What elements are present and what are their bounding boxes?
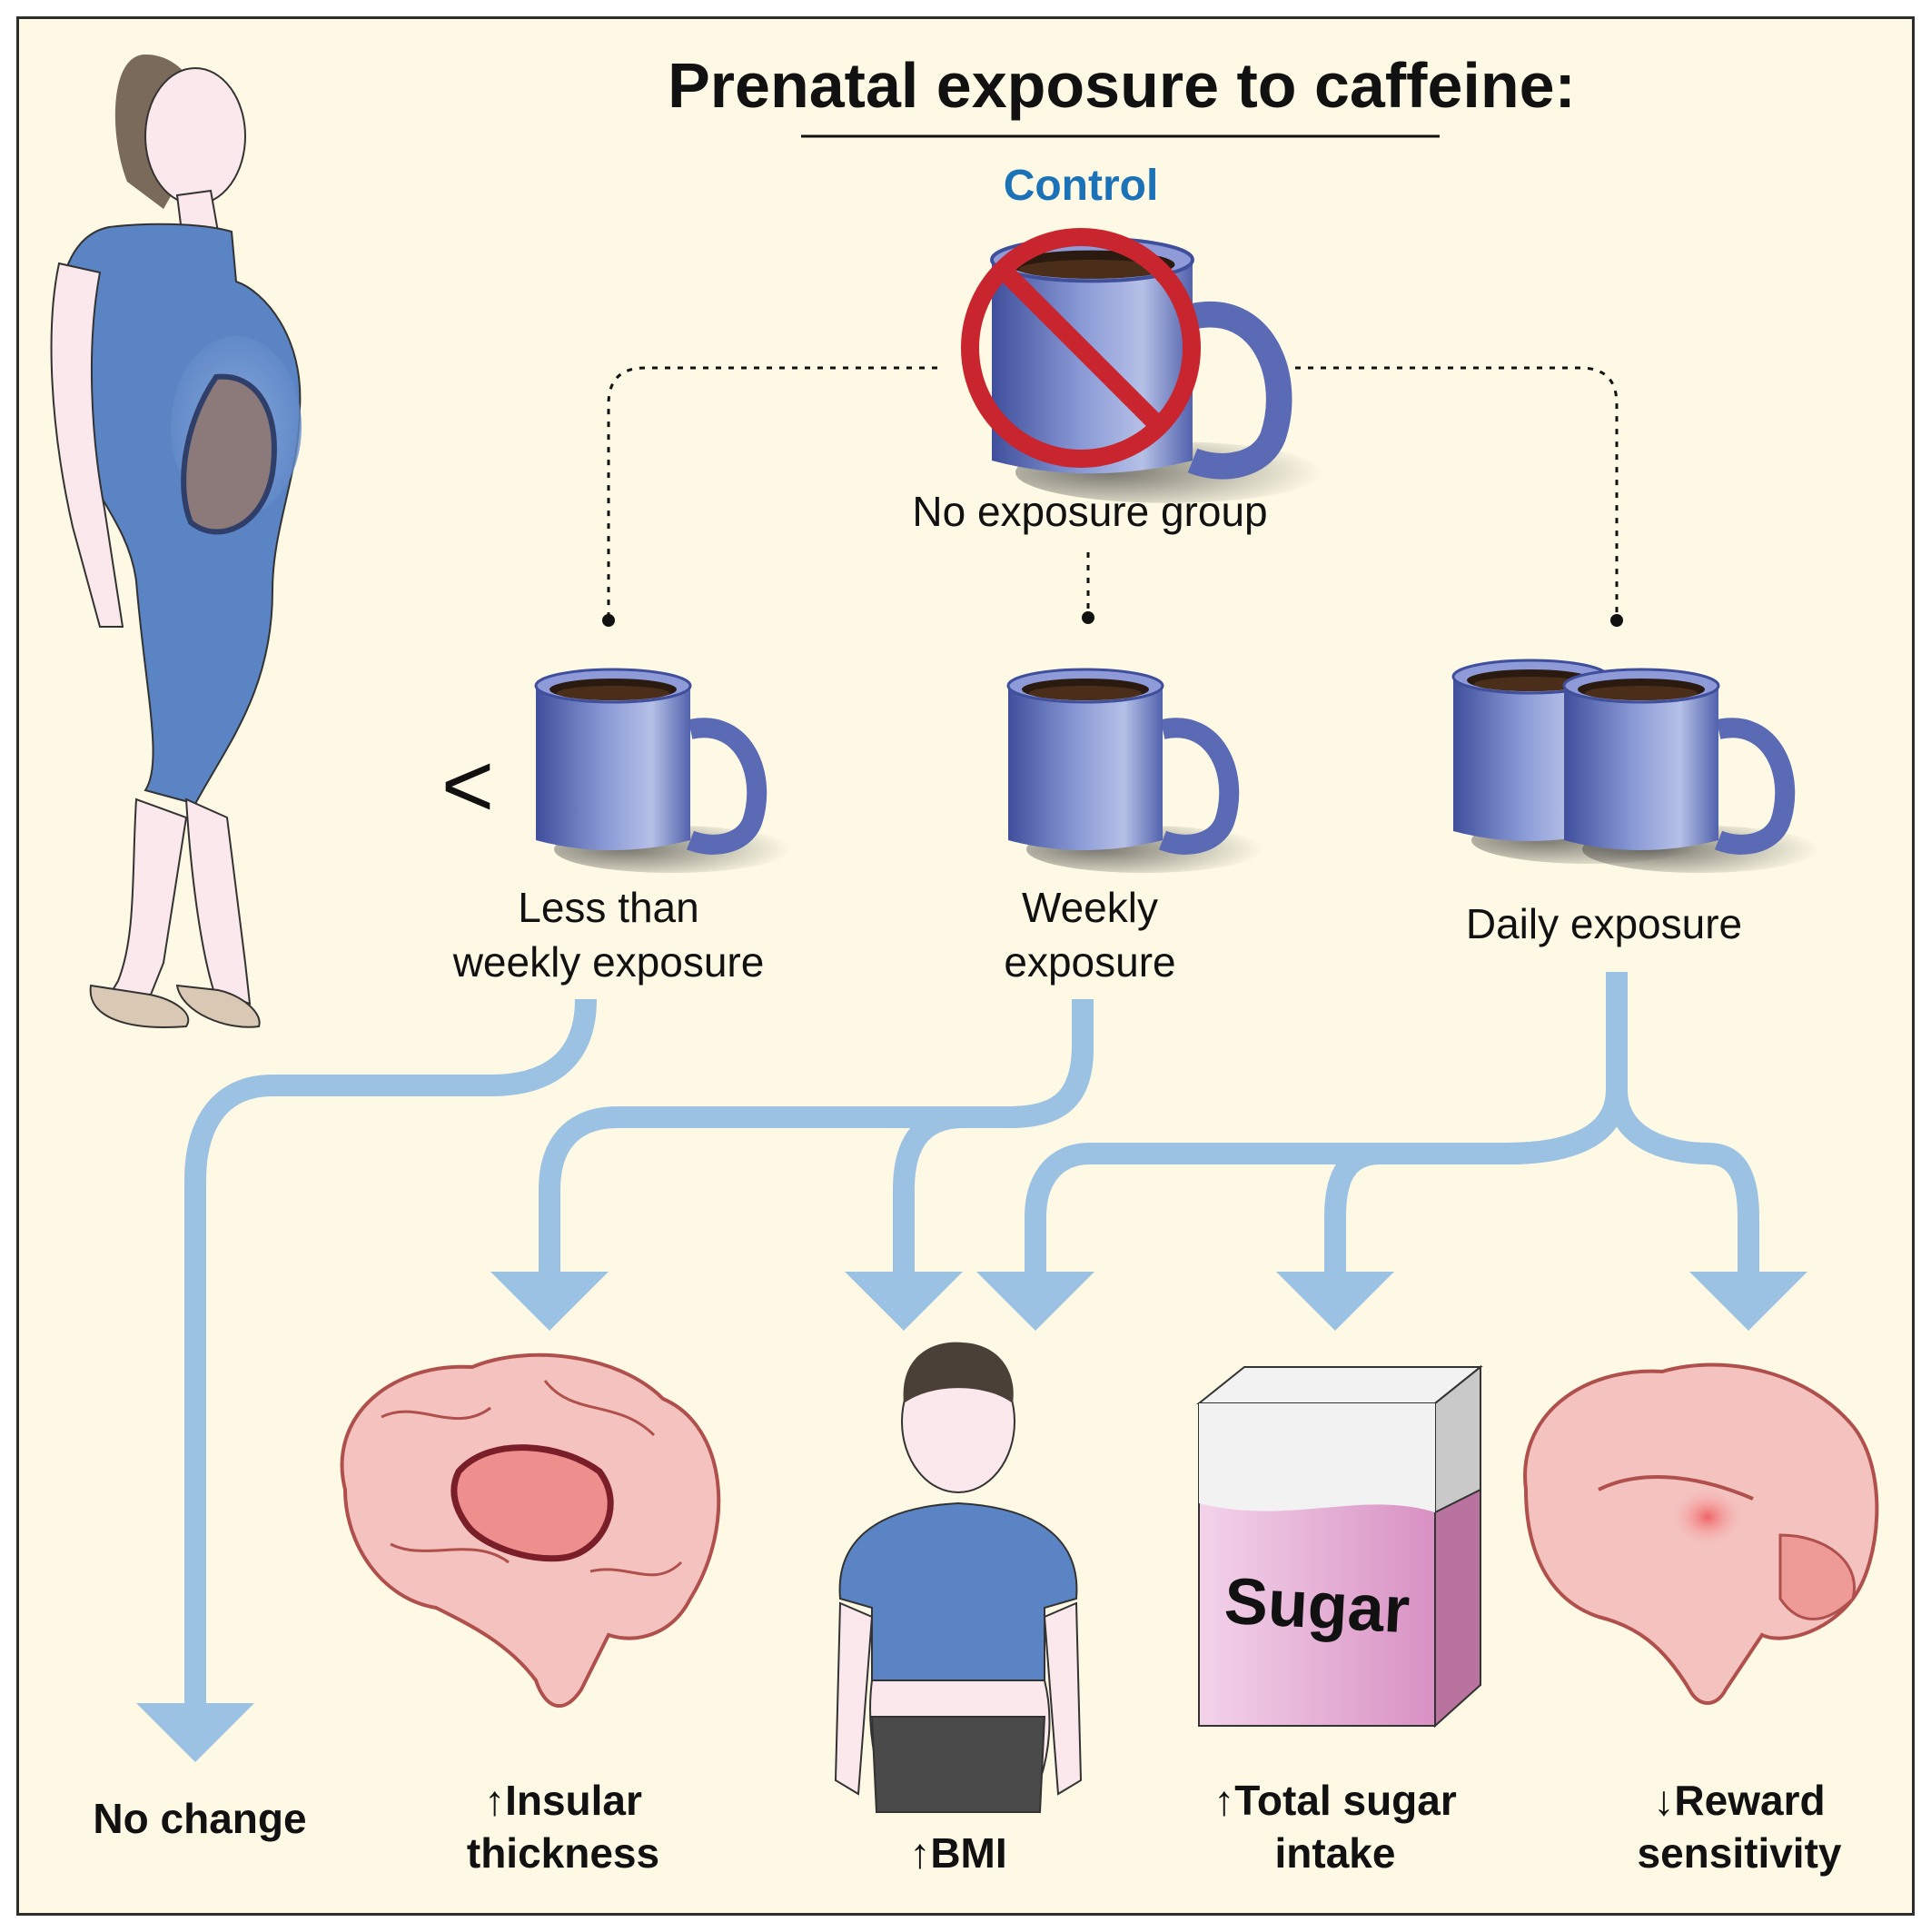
outcome-sugar-line1: ↑Total sugar <box>1213 1777 1457 1824</box>
daily-mug-front-icon <box>1564 669 1818 873</box>
outcome-reward-line2: sensitivity <box>1637 1829 1842 1877</box>
outcome-reward-line1: ↓Reward <box>1653 1777 1826 1824</box>
less-than-symbol: < <box>441 735 495 837</box>
daily-label: Daily exposure <box>1465 900 1743 947</box>
dotted-connectors <box>607 366 1619 618</box>
no-exposure-label: No exposure group <box>912 488 1268 535</box>
diagram-title: Prenatal exposure to caffeine: <box>668 50 1576 121</box>
brain-reward-icon <box>1523 1362 1879 1705</box>
flow-arrows <box>184 972 1759 1712</box>
arrow-heads <box>136 1272 1807 1762</box>
weekly-label-line2: exposure <box>1004 938 1176 986</box>
outcome-insular-line1: ↑Insular <box>484 1777 642 1824</box>
outcome-no-change: No change <box>93 1795 307 1842</box>
outcome-insular-line2: thickness <box>466 1829 660 1877</box>
outcome-bmi: ↑BMI <box>909 1829 1007 1877</box>
prohibition-icon <box>961 228 1201 468</box>
less-than-weekly-label-line2: weekly exposure <box>452 938 765 986</box>
brain-insula-icon <box>340 1352 721 1709</box>
weekly-mug-icon <box>1008 669 1263 873</box>
control-label: Control <box>1003 162 1159 210</box>
child-icon <box>834 1342 1083 1813</box>
outcome-sugar-line2: intake <box>1274 1829 1396 1877</box>
less-than-weekly-label-line1: Less than <box>518 884 699 931</box>
less-than-weekly-mug-icon <box>536 669 790 873</box>
weekly-label-line1: Weekly <box>1022 884 1158 931</box>
sugar-box-icon <box>1196 1364 1483 1729</box>
pregnant-woman-icon <box>50 54 302 1028</box>
sugar-box-label: Sugar <box>1223 1564 1411 1648</box>
connector-dots <box>602 611 1623 627</box>
